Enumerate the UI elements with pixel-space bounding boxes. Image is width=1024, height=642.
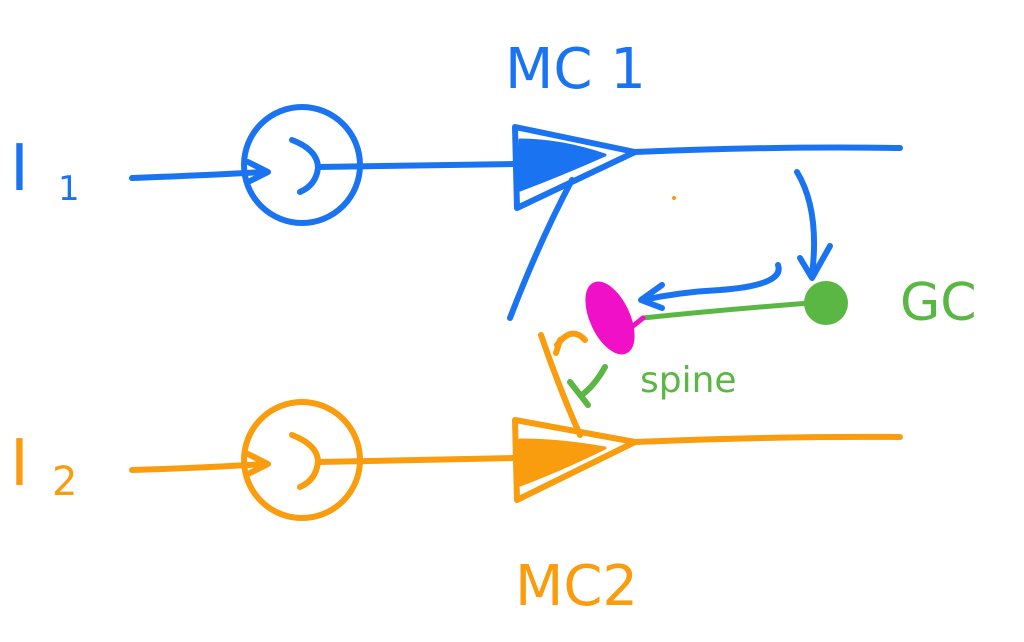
mc1-soma-fill: [518, 138, 607, 192]
mc2-axon: [632, 433, 903, 445]
arrow-head-1: [245, 159, 271, 185]
label-input1: I: [10, 132, 29, 206]
label-mc1: MC 1: [505, 37, 646, 102]
label-input2-sub: 2: [52, 459, 77, 505]
spine-to-mc2-inhibition: [567, 364, 608, 408]
spine-neck: [625, 315, 646, 333]
granule-cell: [567, 281, 848, 408]
synapse-1: [289, 137, 321, 195]
label-gc: GC: [900, 273, 977, 333]
mc1-lateral-dendrite: [507, 177, 575, 321]
gc-to-spine-arrow: [640, 262, 782, 303]
gc-dendrite: [640, 300, 813, 321]
label-mc2: MC2: [515, 554, 638, 619]
mc1-to-gc-arrow: [794, 169, 818, 278]
input1-axon: [129, 169, 268, 181]
spine-to-mc2-arrowhead: [553, 337, 563, 356]
spine: [585, 281, 635, 355]
label-spine: spine: [640, 360, 737, 401]
pathway-2: [129, 330, 903, 521]
arrow-head-2: [245, 451, 271, 477]
synapse-2: [289, 432, 321, 490]
label-input1-sub: 1: [58, 169, 80, 209]
gc-soma: [804, 281, 848, 325]
mc1-to-gc-arrowhead: [797, 243, 833, 281]
mc1-axon: [632, 144, 903, 155]
glomerulus-to-mc2: [315, 455, 518, 465]
mc2-lateral-dendrite: [538, 332, 583, 438]
mc1-soma: [512, 124, 638, 211]
gc-to-spine-arrowhead: [638, 282, 665, 311]
glomerulus-to-mc1: [315, 161, 518, 170]
mc2-soma-fill: [518, 438, 607, 487]
label-input2: I: [10, 427, 29, 501]
input2-axon: [129, 461, 268, 473]
stray-dot: [672, 196, 676, 200]
pathway-1: [129, 104, 903, 321]
